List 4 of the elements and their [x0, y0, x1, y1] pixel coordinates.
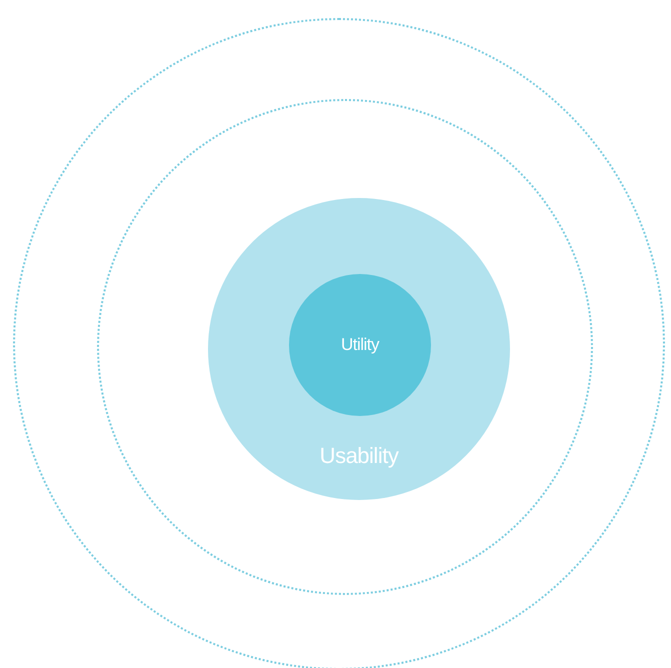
- circle-label: Utility: [340, 335, 380, 355]
- circle-label: Usability: [320, 443, 398, 469]
- dotted-ring: [13, 18, 665, 668]
- dotted-ring: [97, 99, 593, 595]
